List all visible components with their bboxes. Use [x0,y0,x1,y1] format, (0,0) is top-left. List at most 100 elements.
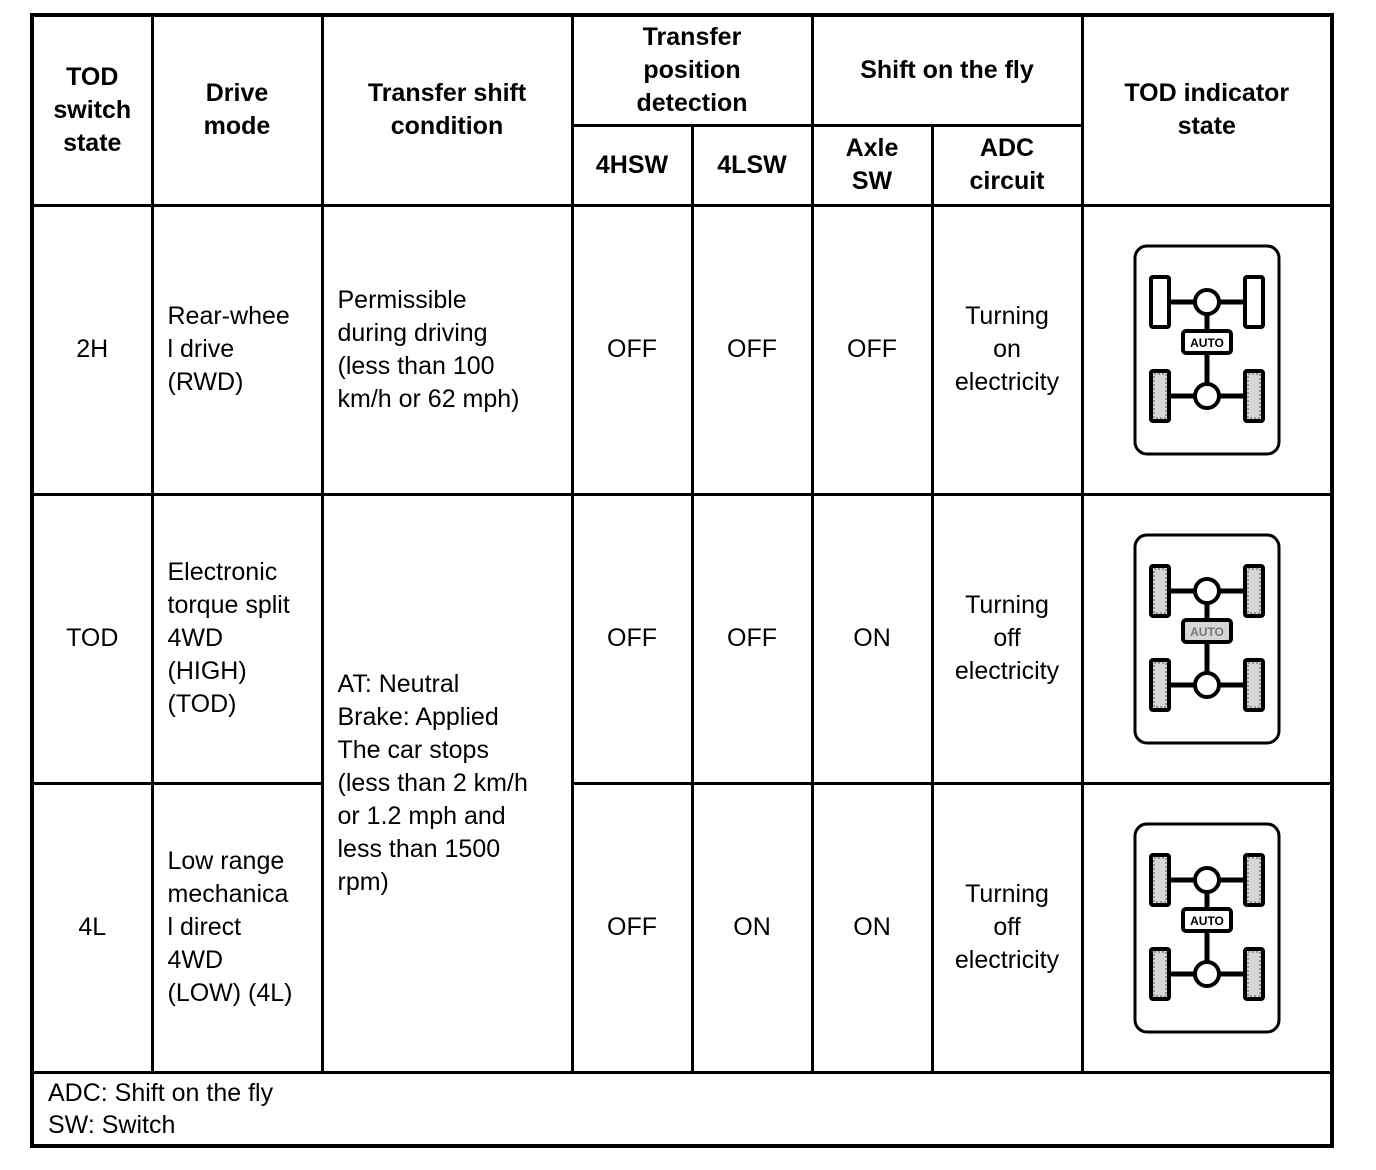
text-line: l drive [167,335,235,363]
text-line: 4WD [167,624,224,652]
rear-right-wheel-icon [1242,368,1265,423]
front-right-wheel-icon [1242,852,1265,907]
drivetrain-indicator-icon: AUTO [1084,822,1331,1034]
rear-left-wheel-icon [1148,368,1171,423]
text-line: off [993,624,1021,652]
rear-left-wheel-icon [1148,946,1171,1001]
text-line: during driving [337,318,488,347]
drivetrain-indicator-icon: AUTO [1084,533,1331,745]
text-line: on [993,335,1021,363]
tod-indicator-cell: AUTO [1080,203,1334,496]
front-left-wheel-icon [1148,274,1171,329]
text-line: Electronic [167,558,278,586]
tod-status-table: TOD switch state Drive mode Transfer shift c… [30,13,1334,1148]
text-line: Rear-whee [167,302,290,330]
front-right-wheel-icon [1242,563,1265,618]
header-drive-mode: Drive mode [150,13,324,207]
text-line: SW [851,167,893,195]
text-line: Drive [205,79,269,108]
drivetrain-schematic-icon: AUTO [1133,822,1281,1033]
text-line: detection [636,88,748,117]
text-line: km/h or 62 mph) [337,384,520,413]
header-transfer-shift-condition: Transfer shift condition [320,13,574,207]
auto-label: AUTO [1190,336,1224,350]
text-line: ADC [979,134,1035,162]
4lsw-cell: ON [690,781,814,1074]
text-line: less than 1500 [337,834,501,863]
text-line: (HIGH) [167,657,247,685]
drive-mode-cell: Electronic torque split 4WD (HIGH) (TOD) [150,492,324,785]
text-line: 4HSW [595,150,669,179]
4hsw-cell: OFF [570,781,694,1074]
header-4lsw: 4LSW [690,123,814,207]
rear-right-wheel-icon [1242,946,1265,1001]
text-line: state [1177,112,1236,141]
text-line: or 1.2 mph and [337,801,506,830]
text-line: mode [203,112,271,141]
header-adc-circuit: ADC circuit [930,123,1084,207]
text-line: The car stops [337,735,489,764]
text-line: 4LSW [717,150,787,179]
tod-indicator-cell: AUTO [1080,492,1334,785]
text-line: condition [390,112,504,141]
tod-indicator-cell: AUTO [1080,781,1334,1074]
text-line: Transfer shift [367,79,527,108]
text-line: l direct [167,913,242,941]
text-line: torque split [167,591,290,619]
text-line: electricity [954,368,1060,396]
text-line: ADC: Shift on the fly [48,1078,274,1107]
text-line: TOD [66,62,119,91]
rear-left-wheel-icon [1148,657,1171,712]
text-line: Transfer [642,22,742,51]
rear-right-wheel-icon [1242,657,1265,712]
text-line: SW: Switch [48,1110,176,1139]
text-line: Permissible [337,285,467,314]
text-line: off [993,913,1021,941]
text-line: electricity [954,657,1060,685]
front-left-wheel-icon [1148,563,1171,618]
text-line: Turning [965,302,1049,330]
4hsw-cell: OFF [570,203,694,496]
text-line: Axle [845,134,899,162]
text-line: (TOD) [167,690,237,718]
text-line: circuit [969,167,1045,195]
switch-state-cell: 4L [30,781,154,1074]
text-line: position [643,55,741,84]
text-line: mechanica [167,880,289,908]
axle-sw-cell: ON [810,781,934,1074]
adc-circuit-cell: Turning off electricity [930,492,1084,785]
text-line: Brake: Applied [337,702,499,731]
text-line: (less than 100 [337,351,495,380]
text-line: state [63,128,122,157]
drivetrain-indicator-icon: AUTO [1084,244,1331,456]
text-line: rpm) [337,867,389,896]
text-line: (LOW) (4L) [167,979,293,1007]
text-line: electricity [954,946,1060,974]
axle-sw-cell: ON [810,492,934,785]
4lsw-cell: OFF [690,203,814,496]
text-line: Turning [965,591,1049,619]
text-line: Low range [167,847,285,875]
header-shift-on-the-fly: Shift on the fly [810,13,1084,127]
4lsw-cell: OFF [690,492,814,785]
front-right-wheel-icon [1242,274,1265,329]
axle-sw-cell: OFF [810,203,934,496]
drivetrain-schematic-icon: AUTO [1133,244,1281,455]
text-line: Shift on the fly [860,55,1034,84]
auto-label: AUTO [1190,914,1224,928]
auto-label: AUTO [1190,625,1224,639]
header-tod-switch-state: TOD switch state [30,13,154,207]
header-4hsw: 4HSW [570,123,694,207]
switch-state-cell: 2H [30,203,154,496]
text-line: AT: Neutral [337,669,460,698]
drivetrain-schematic-icon: AUTO [1133,533,1281,744]
text-line: switch [53,95,132,124]
